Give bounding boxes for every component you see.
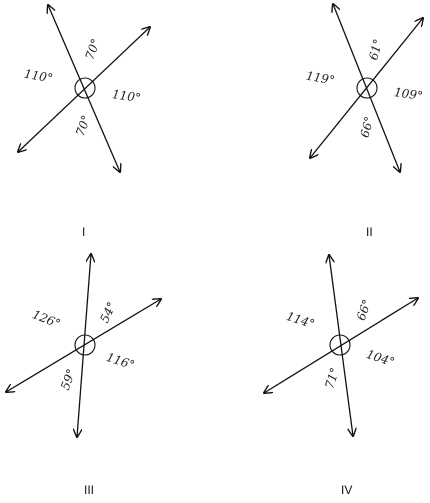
- panel-iv: 114° 66° 104° 71° IV: [264, 255, 418, 497]
- panel-iv-angle-left: 114°: [285, 309, 317, 331]
- panel-ii-vertex-circle: [356, 77, 378, 99]
- panel-i-line-a: [48, 5, 120, 172]
- panel-iii-angle-right: 116°: [105, 350, 137, 372]
- panel-i-angle-right: 110°: [111, 87, 142, 105]
- panel-ii-angle-left: 119°: [305, 69, 336, 88]
- panel-iii-label: III: [84, 483, 94, 497]
- panel-ii: 119° 61° 109° 66° II: [305, 4, 424, 239]
- panel-iii-angle-bottom: 59°: [58, 367, 78, 392]
- panel-i-line-b: [18, 27, 150, 152]
- panel-iii: 126° 54° 116° 59° III: [6, 254, 161, 497]
- panel-ii-angle-top: 61°: [366, 37, 385, 61]
- panel-iii-vertex-circle: [74, 334, 96, 356]
- panel-i-angle-top: 70°: [83, 37, 103, 62]
- panel-iii-angle-top: 54°: [97, 300, 119, 325]
- panel-iv-angle-right: 104°: [365, 347, 397, 369]
- panel-i-label: I: [82, 225, 85, 239]
- panel-iii-line-b: [6, 299, 161, 392]
- panel-iii-angle-left: 126°: [30, 307, 62, 331]
- panel-i-angle-left: 110°: [23, 67, 54, 86]
- panel-i-vertex-circle: [74, 77, 96, 99]
- panel-iv-line-b: [264, 298, 418, 393]
- panel-ii-line-b: [310, 18, 423, 158]
- panel-iv-label: IV: [341, 483, 352, 497]
- panel-i: 110° 70° 110° 70° I: [18, 5, 150, 239]
- panel-iv-vertex-circle: [329, 334, 351, 356]
- panel-i-angle-bottom: 70°: [73, 113, 93, 138]
- panel-ii-label: II: [366, 225, 373, 239]
- panel-iv-angle-bottom: 71°: [322, 366, 342, 391]
- panel-ii-angle-right: 109°: [393, 85, 424, 103]
- panel-iv-angle-top: 66°: [354, 298, 374, 323]
- panel-ii-angle-bottom: 66°: [357, 115, 376, 139]
